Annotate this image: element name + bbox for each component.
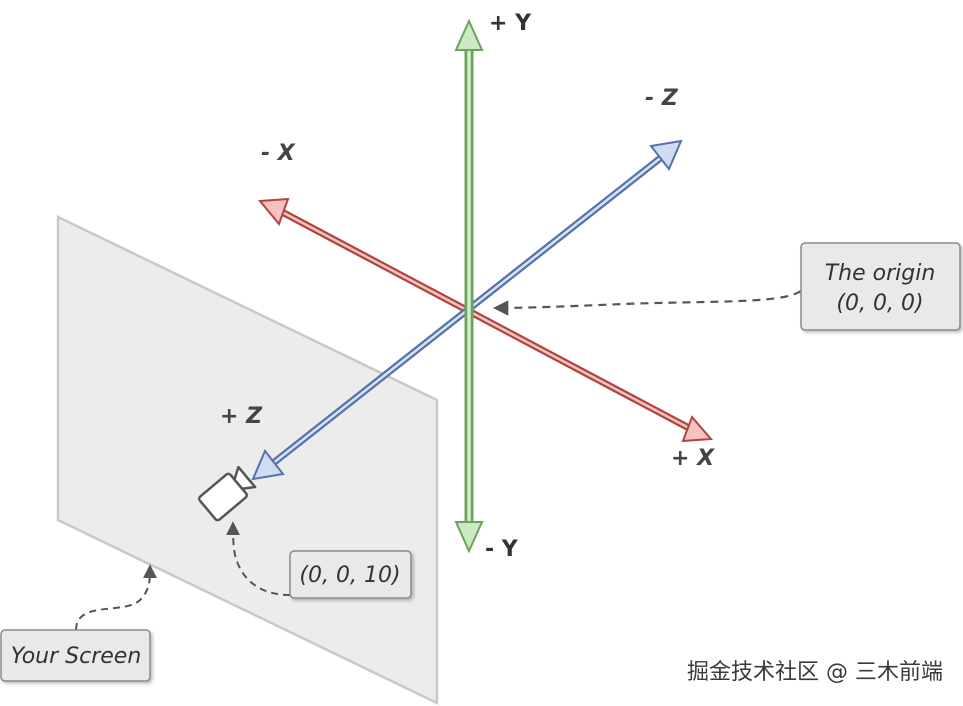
plus-z-label: + Z — [220, 404, 263, 429]
plus-x-label: + X — [671, 446, 715, 471]
z-arrowhead-negative — [649, 139, 683, 171]
y-axis — [454, 18, 484, 554]
camera-connector — [226, 521, 291, 596]
minus-z-label: - Z — [645, 86, 679, 111]
watermark: 掘金技术社区 @ 三木前端 — [687, 660, 943, 685]
plus-y-label: + Y — [489, 11, 532, 36]
y-arrowhead-positive — [454, 18, 484, 51]
x-arrowhead-positive — [681, 415, 714, 443]
screen-callout: Your Screen — [0, 629, 151, 682]
x-axis — [257, 197, 714, 443]
origin-callout: The origin (0, 0, 0) — [800, 242, 961, 331]
video-camera-icon — [198, 465, 257, 522]
camera-position-text: (0, 0, 10) — [299, 563, 400, 588]
z-arrowhead-positive — [251, 449, 285, 481]
camera-position-callout: (0, 0, 10) — [289, 550, 412, 599]
x-arrowhead-negative — [257, 197, 290, 226]
origin-connector — [492, 290, 802, 316]
origin-callout-title: The origin — [825, 261, 936, 286]
y-arrowhead-negative — [454, 521, 484, 554]
minus-y-label: - Y — [485, 537, 519, 562]
screen-callout-text: Your Screen — [11, 644, 142, 669]
screen-connector — [75, 564, 157, 631]
minus-x-label: - X — [261, 141, 296, 166]
origin-callout-coordinates: (0, 0, 0) — [836, 291, 923, 316]
